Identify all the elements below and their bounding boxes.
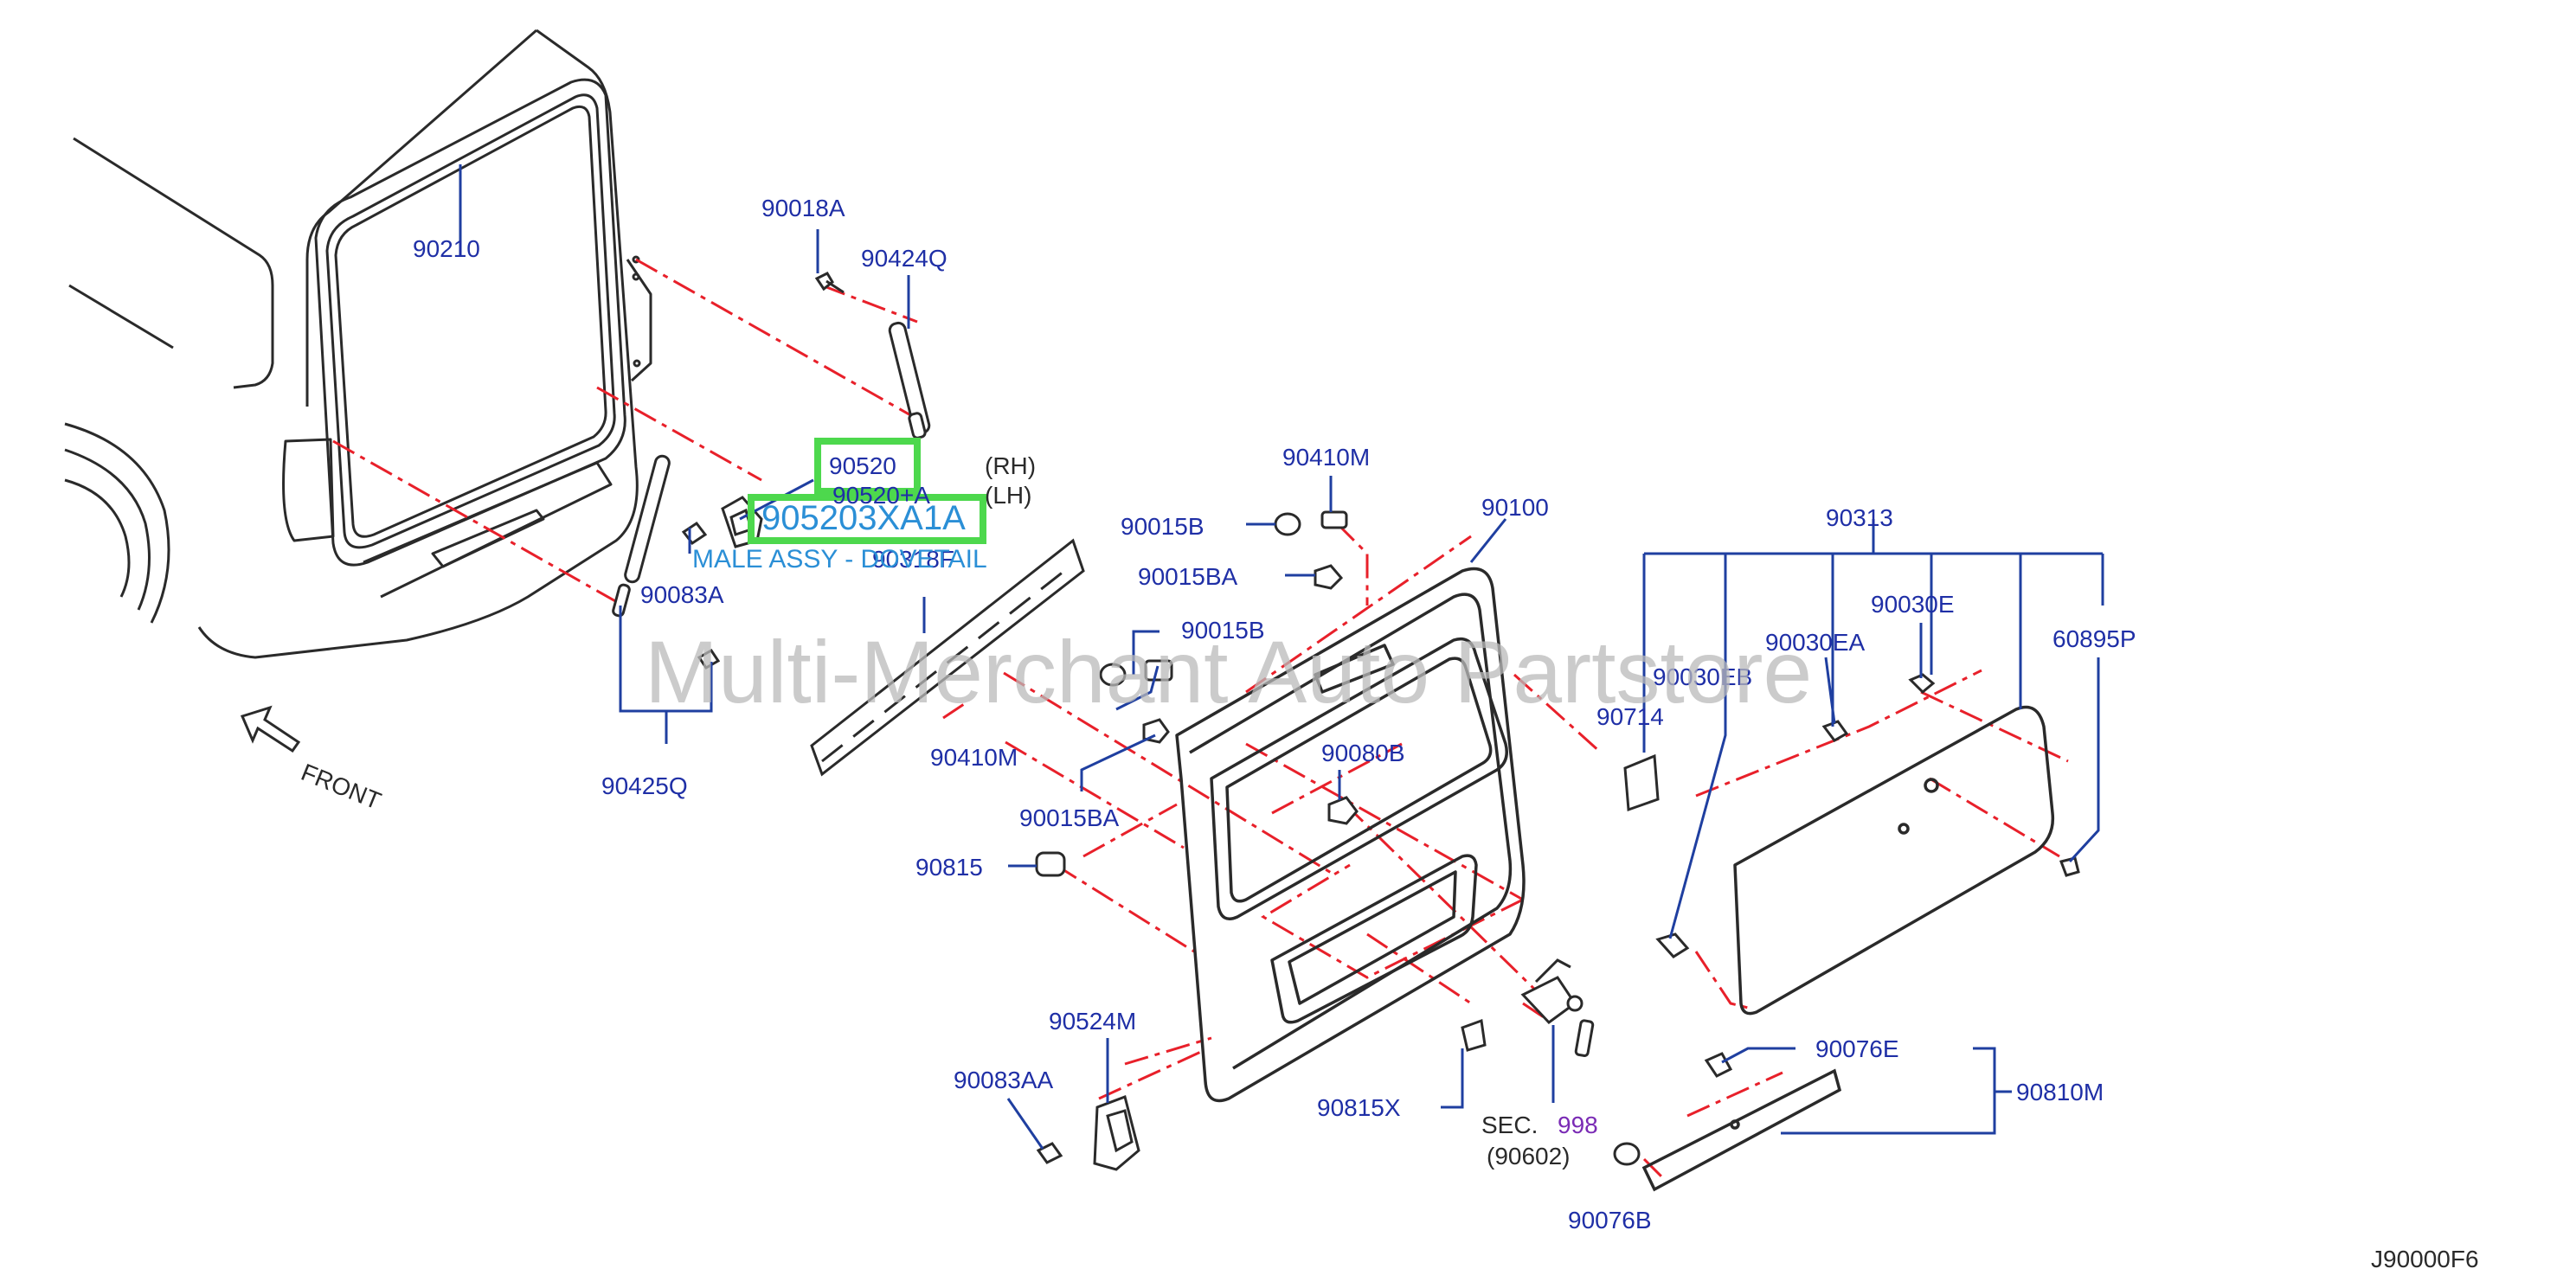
label-90100[interactable]: 90100 [1481, 494, 1549, 521]
label-90015B-mid[interactable]: 90015B [1181, 617, 1265, 644]
label-90015BA-mid[interactable]: 90015BA [1019, 804, 1120, 831]
label-sec: SEC. [1481, 1112, 1538, 1138]
label-lh: (LH) [985, 482, 1031, 509]
clip-90076E [1704, 1052, 1733, 1078]
label-90425Q[interactable]: 90425Q [601, 772, 688, 799]
label-90080B[interactable]: 90080B [1321, 740, 1405, 766]
label-90076B[interactable]: 90076B [1568, 1207, 1652, 1234]
grommet-90015B-mid [1099, 663, 1127, 687]
highlight-box-90520 [814, 438, 921, 495]
label-90520A[interactable]: 90520+A [832, 482, 930, 509]
diagram-code: J90000F6 [2371, 1246, 2479, 1272]
pad-90714 [1623, 753, 1660, 812]
grommet-90015B-top [1274, 512, 1301, 536]
label-90030E[interactable]: 90030E [1871, 591, 1955, 618]
weatherstrip-90318F [810, 538, 1085, 777]
label-sec-998[interactable]: 998 [1558, 1112, 1598, 1138]
front-arrow-icon [240, 705, 301, 753]
grommet-90076B [1613, 1142, 1641, 1166]
label-90076E[interactable]: 90076E [1815, 1035, 1899, 1062]
strut-90425Q [624, 454, 671, 584]
label-90524M[interactable]: 90524M [1049, 1008, 1136, 1035]
front-label: FRONT [298, 759, 385, 815]
label-rh: (RH) [985, 452, 1036, 479]
nut-90015BA-top [1314, 564, 1344, 590]
bolt-90083AA [1036, 1142, 1063, 1164]
tailgate-90100 [1175, 567, 1526, 1103]
label-sec-90602: (90602) [1487, 1143, 1571, 1169]
watermark: Multi-Merchant Auto Partstore [645, 623, 1812, 721]
label-90030EB[interactable]: 90030EB [1653, 663, 1752, 690]
bolt-90018A [814, 272, 834, 292]
clip-90030EA [1821, 720, 1849, 742]
pin-90410M-mid [1144, 659, 1173, 682]
label-60895P[interactable]: 60895P [2052, 625, 2136, 652]
pin-90410M-top [1320, 510, 1348, 529]
label-90015B-top[interactable]: 90015B [1121, 513, 1204, 540]
bolt-lower [697, 649, 721, 670]
clip-90030EB [1655, 932, 1690, 958]
label-90815X[interactable]: 90815X [1317, 1094, 1401, 1121]
label-90810M[interactable]: 90810M [2016, 1079, 2104, 1105]
label-90410M-top[interactable]: 90410M [1282, 444, 1370, 471]
clip-90030E [1908, 673, 1936, 695]
back-glass [1733, 705, 2055, 1016]
leader-lines [459, 164, 2104, 1150]
highlight-box-905203XA1A [748, 494, 986, 544]
label-90520[interactable]: 90520 [829, 452, 896, 479]
label-90210[interactable]: 90210 [413, 235, 480, 262]
label-90424Q[interactable]: 90424Q [861, 245, 948, 272]
label-90815[interactable]: 90815 [915, 854, 983, 881]
nut-90080B [1327, 796, 1359, 825]
label-90018A[interactable]: 90018A [761, 195, 845, 221]
van-body [64, 29, 652, 659]
label-90318F[interactable]: 90318F [872, 546, 954, 573]
label-90714[interactable]: 90714 [1596, 703, 1664, 730]
bumper-90815X [1461, 1018, 1487, 1052]
bolt-90083A [681, 521, 708, 546]
label-90083A[interactable]: 90083A [640, 581, 724, 608]
label-90313[interactable]: 90313 [1826, 504, 1893, 531]
label-90083AA[interactable]: 90083AA [954, 1067, 1054, 1093]
label-90015BA-top[interactable]: 90015BA [1138, 563, 1238, 590]
label-905203XA1A[interactable]: 905203XA1A [761, 499, 966, 537]
trim-90810M [1641, 1068, 1842, 1192]
label-90410M-mid[interactable]: 90410M [930, 744, 1018, 771]
label-90030EA[interactable]: 90030EA [1765, 629, 1866, 656]
bumper-90815 [1035, 851, 1066, 877]
part-labels: 90210 90018A 90424Q 90520 90520+A (RH) (… [413, 195, 2479, 1272]
label-male-assy: MALE ASSY - DOVETAIL [692, 545, 987, 574]
latch-assembly [1520, 976, 1577, 1024]
